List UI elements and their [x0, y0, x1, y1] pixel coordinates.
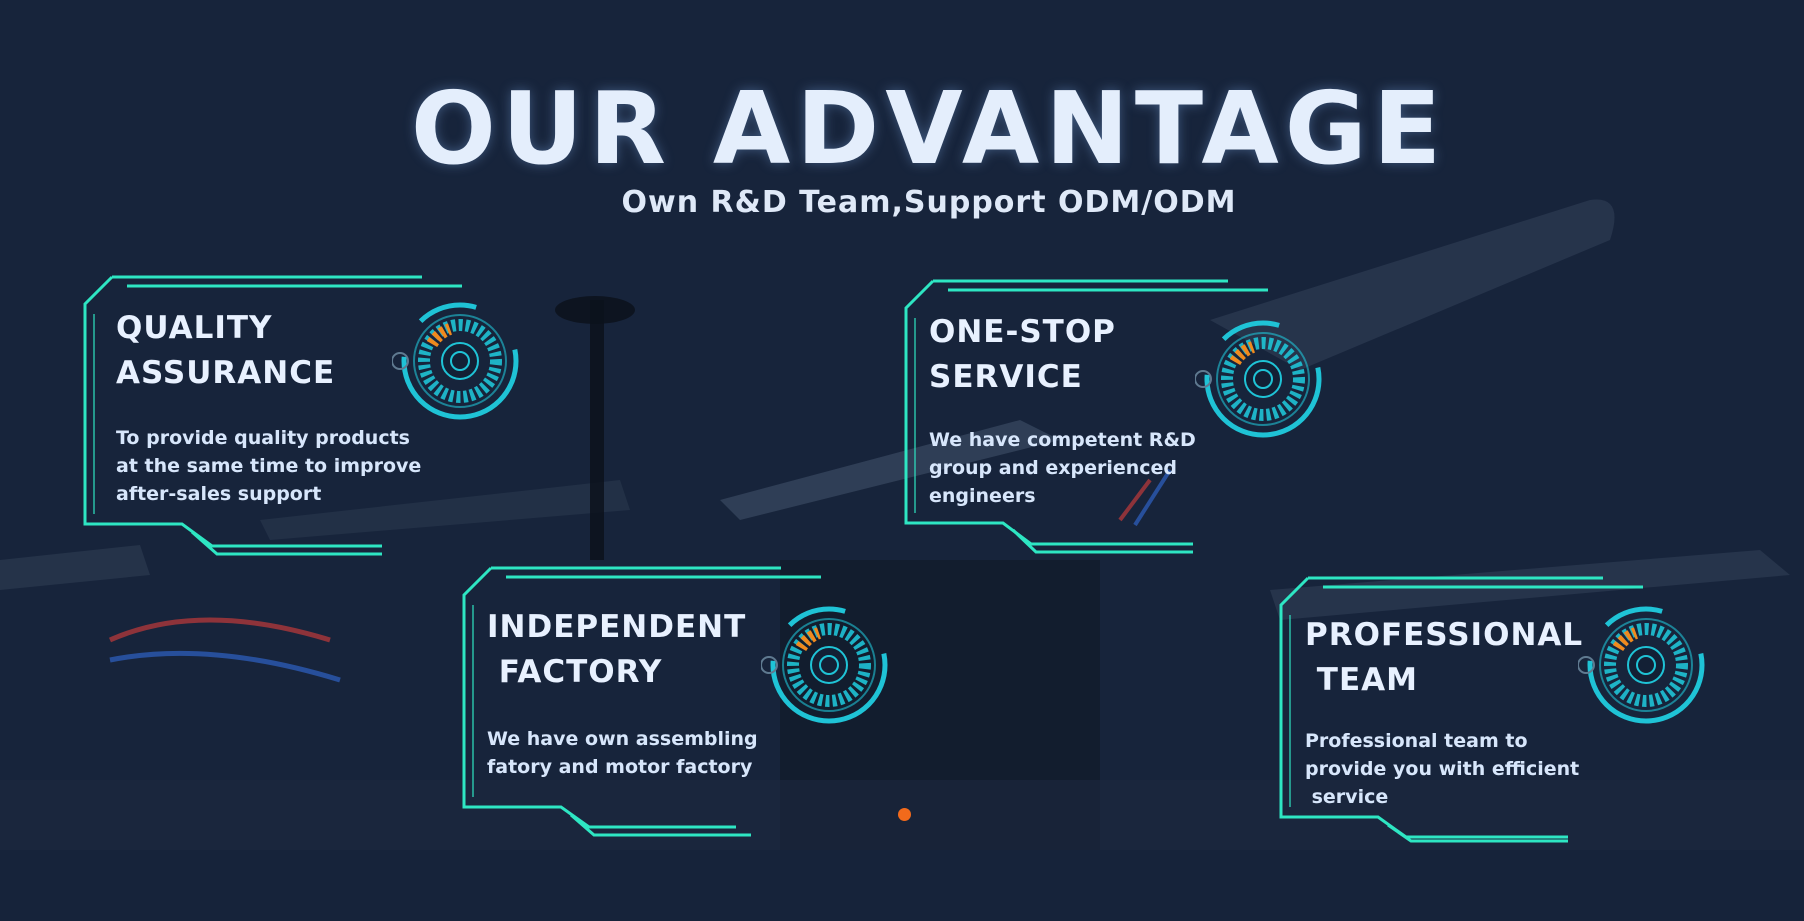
page-title: OUR ADVANTAGE [410, 70, 1448, 187]
card-description: We have own assembling fatory and motor … [487, 728, 758, 778]
page-subtitle: Own R&D Team,Support ODM/ODM [621, 185, 1237, 220]
card-title: INDEPENDENT FACTORY [487, 609, 747, 690]
gauge-icon [392, 302, 519, 420]
card-frame [462, 566, 821, 837]
card-frame [904, 279, 1268, 554]
card-title: QUALITY ASSURANCE [116, 310, 336, 391]
gauge-icon [761, 606, 888, 724]
advantage-card-one-stop: ONE-STOP SERVICE We have competent R&D g… [903, 278, 1343, 568]
card-description: To provide quality products at the same … [116, 427, 422, 505]
card-frame [1279, 576, 1643, 843]
gauge-icon [1578, 606, 1705, 724]
pagination-dot-icon[interactable] [898, 808, 911, 821]
card-description: We have competent R&D group and experien… [929, 429, 1196, 507]
card-description: Professional team to provide you with ef… [1305, 730, 1580, 808]
advantage-card-factory: INDEPENDENT FACTORY We have own assembli… [461, 565, 901, 855]
card-frame [83, 275, 462, 556]
advantage-card-quality: QUALITY ASSURANCE To provide quality pro… [82, 274, 522, 564]
advantage-card-team: PROFESSIONAL TEAM Professional team to p… [1278, 575, 1718, 865]
card-title: ONE-STOP SERVICE [929, 314, 1116, 395]
card-title: PROFESSIONAL TEAM [1305, 617, 1584, 698]
gauge-icon [1195, 320, 1322, 438]
